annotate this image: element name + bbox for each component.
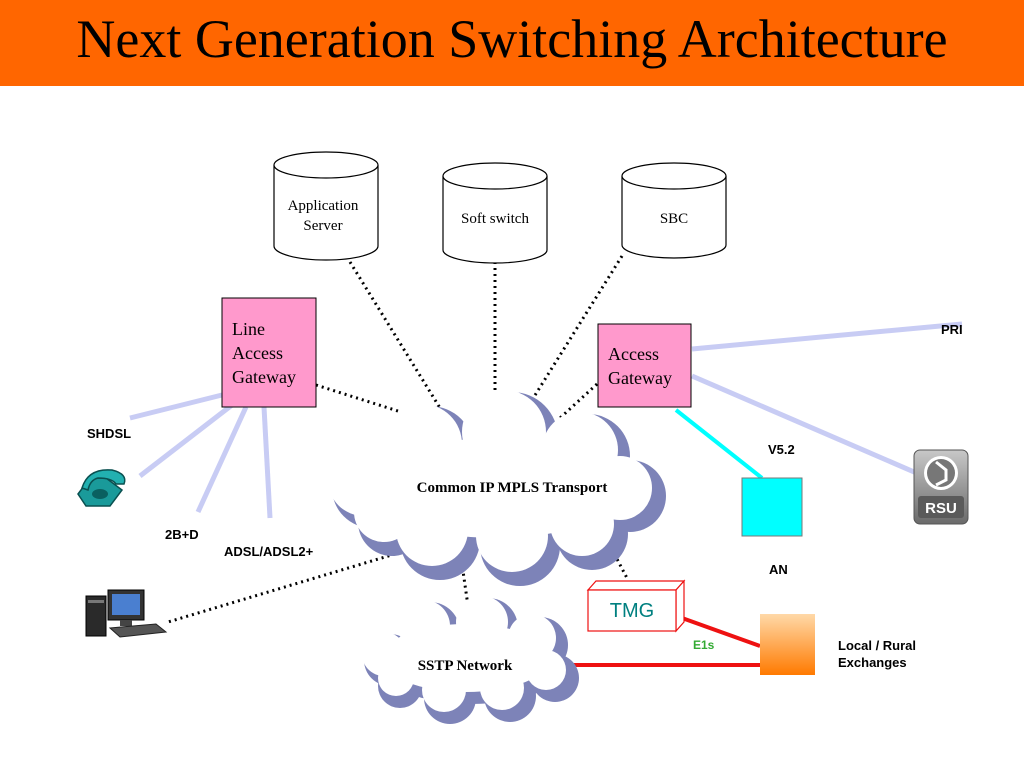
shdsl-label: SHDSL	[87, 426, 131, 441]
soft-switch-label: Soft switch	[461, 211, 529, 227]
link-app-server-cloud	[348, 261, 442, 409]
an-box	[741, 477, 803, 537]
rsu-label: RSU	[925, 500, 957, 517]
link-2bd	[195, 405, 249, 514]
cloud-main-label: Common IP MPLS Transport	[417, 480, 608, 496]
link-pri	[691, 321, 963, 352]
link-cloud-computer	[167, 552, 396, 624]
link-rsu	[691, 373, 929, 481]
lag-label-1: Line	[232, 319, 265, 339]
line-access-gateway: Line Access Gateway	[221, 297, 317, 408]
adsl-label: ADSL/ADSL2+	[224, 544, 314, 559]
v52-label: V5.2	[768, 442, 795, 457]
link-adsl	[261, 406, 273, 519]
phone-icon	[77, 469, 126, 507]
computer-icon	[85, 589, 168, 638]
isdn-label: 2B+D	[165, 527, 199, 542]
ip-mpls-cloud: Common IP MPLS Transport	[328, 390, 666, 586]
link-phone	[138, 403, 234, 478]
link-ag-cloud	[558, 382, 599, 420]
link-sbc-cloud	[530, 255, 624, 401]
link-tmg-exchange	[681, 616, 761, 648]
e1-links	[572, 616, 761, 667]
lag-label-2: Access	[232, 343, 283, 363]
ag-label-1: Access	[608, 344, 659, 364]
application-server-db: Application Server	[273, 151, 379, 261]
tmg-box: TMG	[586, 579, 686, 633]
link-shdsl	[129, 392, 223, 421]
app-server-label-1: Application	[288, 198, 359, 214]
lag-label-3: Gateway	[232, 367, 296, 387]
link-v52	[674, 408, 764, 480]
exchanges-label-2: Exchanges	[838, 655, 907, 670]
app-server-label-2: Server	[303, 218, 342, 234]
exchanges-label-1: Local / Rural	[838, 638, 916, 653]
page-title: Next Generation Switching Architecture	[76, 9, 948, 69]
ag-label-2: Gateway	[608, 368, 672, 388]
pri-label: PRI	[941, 322, 963, 337]
access-gateway: Access Gateway	[597, 323, 692, 408]
cloud-sstp-label: SSTP Network	[418, 658, 513, 674]
an-label: AN	[769, 562, 788, 577]
rsu-icon: RSU	[913, 449, 969, 525]
sbc-db: SBC	[621, 162, 727, 259]
access-links	[129, 321, 963, 519]
sstp-cloud: SSTP Network	[362, 596, 579, 724]
title-bar	[0, 0, 1024, 86]
tmg-label: TMG	[610, 600, 654, 622]
sbc-label: SBC	[660, 211, 688, 227]
e1s-label: E1s	[693, 638, 715, 652]
exchange-box	[760, 614, 815, 675]
soft-switch-db: Soft switch	[442, 162, 548, 264]
